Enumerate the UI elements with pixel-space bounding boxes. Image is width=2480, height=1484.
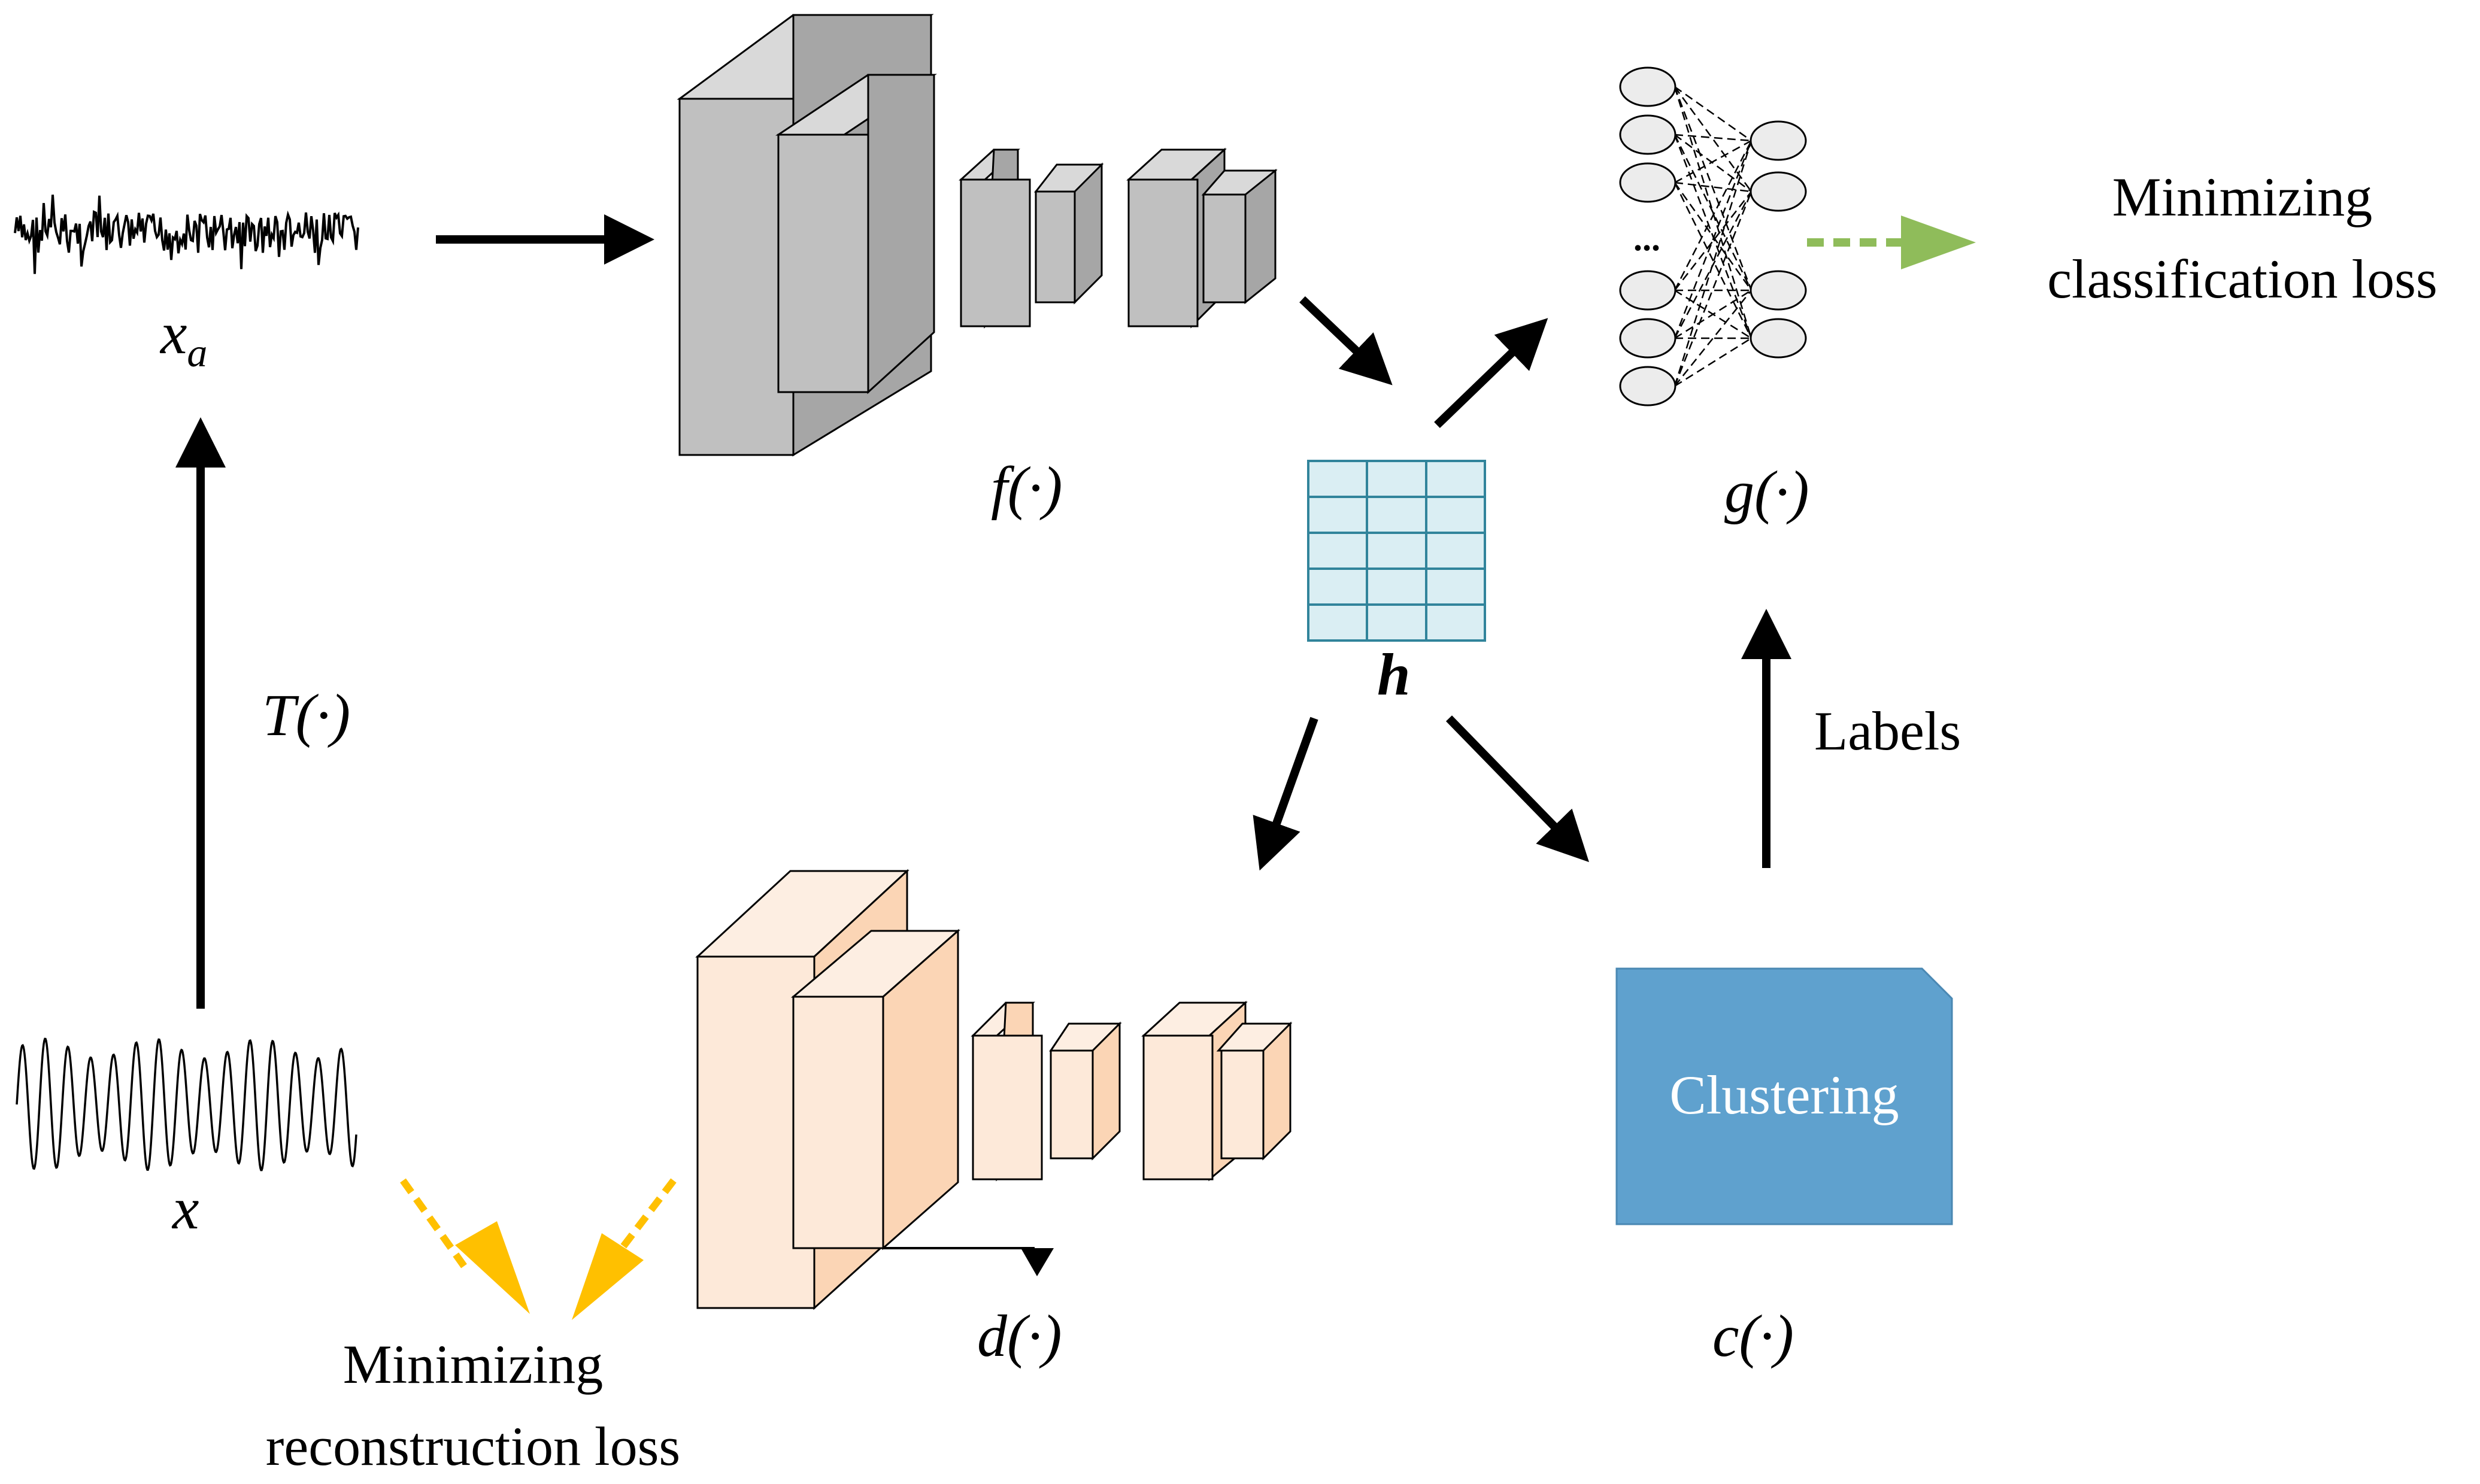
transform-label: T(·) [262,682,350,748]
classification-loss-arrow [1807,216,1976,269]
input-neuron [1619,270,1676,311]
classifier-network: ... [1619,66,1807,406]
network-edge [1673,182,1753,339]
encoder-label: f(·) [991,454,1062,521]
reconstruction-loss-line1: Minimizing [343,1334,603,1395]
classifier-label: g(·) [1724,459,1809,525]
arrow-h-to-decoder [1253,717,1318,871]
network-edge [1674,191,1752,291]
representation-label: h [1377,641,1411,708]
representation-matrix [1307,460,1486,642]
yellow-arrowhead-right [572,1233,644,1320]
classification-loss-line2: classification loss [2047,248,2437,309]
output-neuron [1750,120,1807,161]
network-edge [1673,86,1753,339]
arrow-encoder-to-h [1299,296,1393,386]
reconstruction-loss-arrows [400,1178,677,1320]
arrow-h-to-clustering [1445,715,1589,863]
output-neuron [1750,270,1807,311]
network-edge [1673,86,1753,291]
input-neuron [1619,318,1676,359]
network-edge [1674,133,1752,142]
augmented-signal [14,195,359,274]
input-neuron [1619,162,1676,203]
network-edge [1674,289,1752,339]
network-edge [1673,182,1753,291]
network-edge [1674,86,1752,142]
original-signal [16,1037,357,1172]
ellipsis-text: ... [1633,218,1660,258]
clustering-label: c(·) [1712,1303,1794,1369]
labels-text: Labels [1814,700,1961,761]
network-edge [1674,290,1752,387]
input-neuron [1619,114,1676,155]
output-neuron [1750,318,1807,359]
clustering-box: Clustering [1615,967,1953,1225]
clustering-text: Clustering [1669,1064,1899,1125]
yellow-arrowhead-left [455,1221,530,1314]
x-label: x [171,1175,199,1242]
network-edge [1673,140,1753,339]
network-edge [1673,140,1753,291]
decoder-label: d(·) [977,1303,1062,1369]
x-aug-label: xa [159,300,207,375]
classification-loss-line1: Minimizing [2112,166,2372,227]
reconstruction-loss-line2: reconstruction loss [266,1416,680,1477]
network-edge [1673,140,1753,387]
arrow-h-to-classifier [1434,318,1548,429]
network-edge [1674,337,1752,387]
input-neuron [1619,66,1676,107]
output-neuron [1750,171,1807,212]
network-edge [1673,134,1753,291]
decoder-blocks [695,869,1293,1310]
input-neuron [1619,366,1676,406]
network-edge [1673,191,1753,339]
arrows [175,214,1791,1009]
encoder-blocks [677,14,1278,457]
network-edge [1674,139,1752,184]
network-edge [1673,191,1753,387]
